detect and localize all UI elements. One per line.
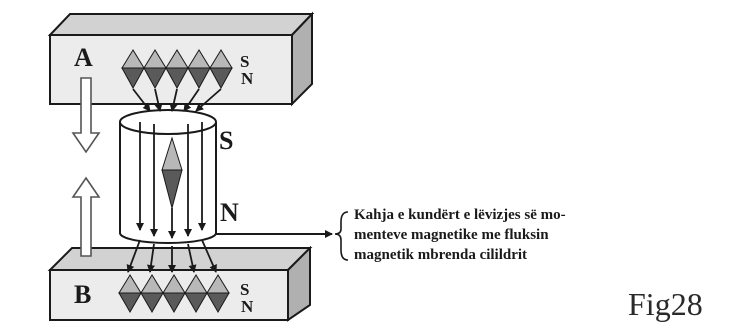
moment-diamond [165, 49, 189, 90]
cylinder-pole-s: S [219, 126, 234, 155]
caption-pointer [216, 211, 349, 261]
moment-diamond [162, 274, 186, 313]
caption-line: Kahja e kundërt e lëvizjes së mo- [354, 207, 566, 223]
moment-diamond [143, 49, 167, 90]
flux-lines [126, 88, 222, 273]
cylinder-moment-diamond [161, 136, 183, 210]
moment-diamond [184, 274, 208, 313]
moment-diamond [187, 49, 211, 90]
magnet-a-pole-n: N [241, 69, 254, 88]
caption-line: menteve magnetike me fluksin [354, 227, 549, 243]
magnet-b-label: B [74, 280, 92, 309]
cylinder [119, 109, 217, 244]
moment-diamond [118, 274, 142, 313]
cylinder-pole-n: N [220, 198, 239, 227]
magnet-a-pole-s: S [240, 52, 250, 71]
figure-label: Fig28 [628, 286, 703, 322]
moment-diamond [140, 274, 164, 313]
caption-line: magnetik mbrenda cilildrit [354, 247, 528, 263]
caption: Kahja e kundërt e lëvizjes së mo- mentev… [354, 205, 654, 265]
up-motion-arrow [71, 176, 101, 257]
magnet-b-pole-n: N [241, 297, 254, 316]
moment-diamond [206, 274, 230, 313]
moment-diamond [121, 49, 145, 90]
magnet-a-label: A [74, 43, 93, 72]
down-motion-arrow [71, 77, 101, 154]
magnet-b-pole-s: S [240, 280, 250, 299]
moment-diamond [209, 49, 233, 90]
magnetic-moments-top [121, 49, 233, 90]
magnetic-moments-bottom [118, 274, 230, 313]
